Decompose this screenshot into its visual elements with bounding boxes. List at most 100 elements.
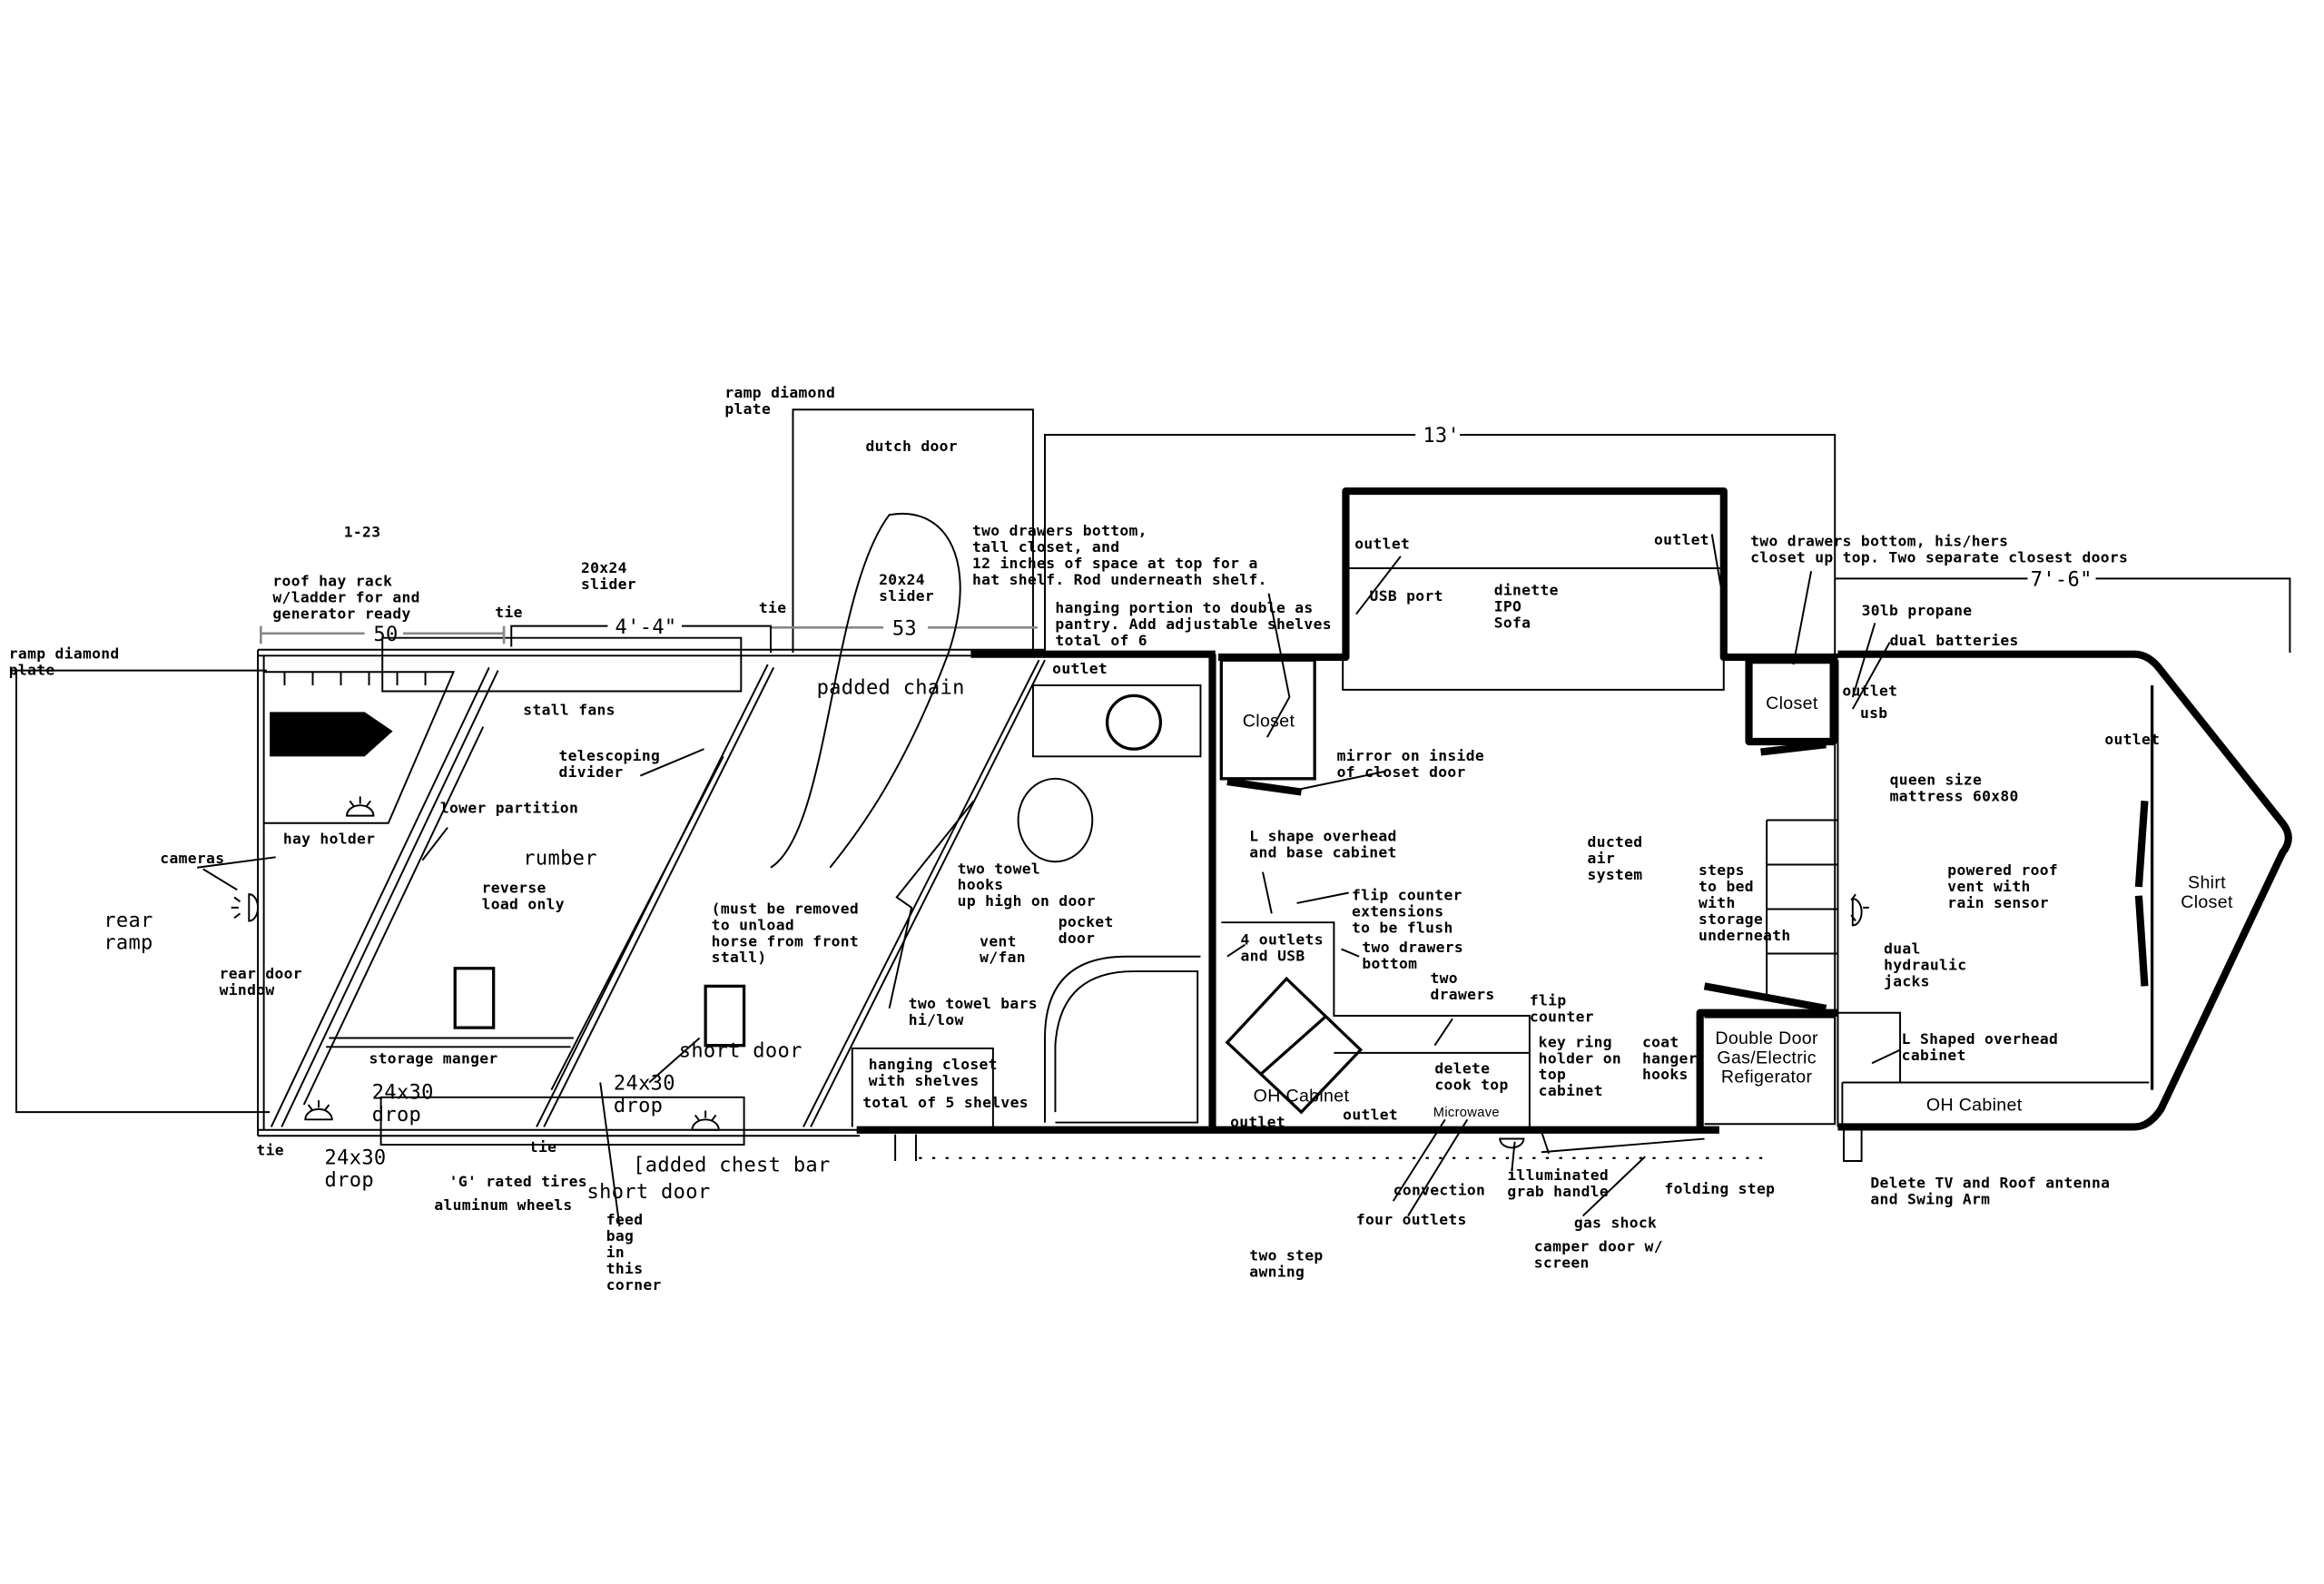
label-fridge: Gas/Electric [1717, 1048, 1816, 1067]
divider-1 [270, 666, 499, 1127]
leader-lines [197, 534, 1901, 1226]
shirt-closet-door [2134, 801, 2149, 987]
label-jacks: hydraulic [1884, 956, 1966, 973]
label-slider-2: slider [879, 587, 934, 605]
label-l-shape: L shape overhead [1249, 827, 1396, 844]
label-drop-3: drop [325, 1169, 374, 1192]
dimension-4-4 [510, 625, 772, 654]
label-convection: convection [1393, 1182, 1485, 1199]
label-wheels: aluminum wheels [434, 1196, 572, 1214]
fridge-box [1696, 1008, 1838, 1127]
dutch-door-outline [792, 408, 1034, 654]
slider-track [381, 636, 743, 693]
label-steps-bed: underneath [1699, 927, 1790, 944]
light-icon [1850, 893, 1869, 927]
label-key-ring: key ring [1539, 1033, 1612, 1050]
hay-holder-ticks [283, 672, 427, 685]
dimension-labels: 1-23 50 4'-4" 53 13' 7'-6" [344, 425, 2093, 646]
label-cameras: cameras [160, 850, 224, 867]
dinette-floor [1342, 566, 1725, 691]
label-vent-fan: vent [980, 932, 1017, 949]
label-telescoping: divider [559, 763, 624, 781]
label-coat-hooks: coat [1642, 1033, 1679, 1050]
label-dinette-outlet-l: outlet [1354, 536, 1410, 553]
label-his-hers: closet up top. Two separate closest door… [1750, 548, 2128, 566]
fridge-door [1703, 982, 1827, 1012]
label-dinette-outlet-r: outlet [1654, 531, 1709, 548]
label-flip-ext: flip counter [1352, 887, 1462, 904]
label-shirt-closet: Shirt [2188, 873, 2226, 893]
label-dinette: dinette [1494, 581, 1559, 598]
label-ducted-air: air [1588, 850, 1615, 867]
label-roof-vent: powered roof [1947, 861, 2058, 879]
label-tires: 'G' rated tires [449, 1173, 587, 1190]
label-steps-bed: to bed [1699, 878, 1754, 895]
label-delete-tv: and Swing Arm [1870, 1190, 1990, 1207]
label-four-outlets: four outlets [1356, 1211, 1467, 1228]
label-feed-bag: feed [606, 1211, 644, 1228]
label-drop-2: drop [372, 1104, 421, 1127]
label-towel-bars: two towel bars [909, 995, 1038, 1012]
label-hay-holder: hay holder [283, 831, 375, 848]
label-five-shelves: total of 5 shelves [862, 1094, 1029, 1111]
label-coat-hooks: hanger [1642, 1049, 1698, 1067]
label-lower-partition: lower partition [440, 799, 578, 816]
label-mirror: of closet door [1337, 763, 1466, 781]
title-code: 1-23 [344, 524, 381, 541]
label-pantry: hanging portion to double as [1055, 599, 1313, 616]
dinette-slideout [1218, 487, 1838, 662]
label-padded-chain: padded chain [817, 677, 965, 700]
label-bed-outlet: outlet [1842, 682, 1897, 699]
label-must-remove: stall) [712, 949, 767, 966]
label-folding-step: folding step [1664, 1180, 1775, 1197]
label-dutch-door: dutch door [865, 438, 957, 455]
label-dinette: Sofa [1494, 614, 1531, 631]
label-feed-bag: bag [606, 1227, 634, 1245]
label-usb-port: USB port [1370, 587, 1443, 605]
trailer-structure [12, 408, 2292, 1226]
label-must-remove: to unload [712, 916, 794, 933]
label-bed-usb: usb [1860, 704, 1887, 722]
label-short-door-2: short door [587, 1181, 711, 1204]
label-rear-ramp: rear [103, 910, 153, 932]
closet-1-door [1226, 778, 1303, 796]
label-tall-closet: tall closet, and [972, 538, 1119, 556]
label-mirror: mirror on inside [1337, 747, 1484, 764]
label-rumber: rumber [523, 848, 597, 871]
label-towel-bars: hi/low [909, 1011, 964, 1028]
label-delete-tv: Delete TV and Roof antenna [1870, 1174, 2110, 1191]
dimension-13-label: 13' [1423, 425, 1460, 448]
bed-wall [1837, 650, 2292, 1131]
label-pocket-door: door [1059, 930, 1096, 947]
light-icon [1499, 1137, 1525, 1149]
dimension-7-6-label: 7'-6" [2031, 569, 2093, 592]
label-feed-bag: corner [606, 1276, 662, 1294]
label-closet-2: Closet [1766, 694, 1818, 713]
oh-cabinet-box-2 [1837, 1011, 2150, 1127]
label-ramp-plate-top: plate [724, 400, 771, 418]
label-grab-handle: illuminated [1507, 1166, 1609, 1184]
fridge-inner [1704, 1016, 1837, 1126]
label-two-drawers: two [1431, 969, 1458, 987]
light-icons [231, 796, 1869, 1149]
label-nose-outlet: outlet [2104, 731, 2160, 748]
label-awning: two step [1249, 1246, 1323, 1264]
label-oh-cabinet-1: OH Cabinet [1254, 1087, 1350, 1107]
label-key-ring: top [1539, 1066, 1566, 1083]
label-pantry: total of 6 [1055, 632, 1147, 649]
label-towel-hooks: two towel [958, 860, 1040, 877]
label-gas-shock: gas shock [1574, 1215, 1657, 1232]
label-awning: awning [1249, 1263, 1305, 1280]
label-roof-vent: vent with [1947, 878, 2030, 895]
label-tall-closet: 12 inches of space at top for a [972, 555, 1258, 572]
lq-front-wall [970, 650, 1216, 1130]
kitchen-counter [1221, 921, 1531, 1127]
label-hanging-closet: hanging closet [869, 1056, 998, 1073]
label-hanging-closet: with shelves [869, 1072, 980, 1089]
label-reverse-load: load only [482, 895, 565, 912]
dimension-7-6 [1835, 577, 2291, 654]
chest-bar-track [379, 1096, 745, 1146]
kitchen-sink-divider [1258, 1014, 1328, 1077]
awning-posts [894, 1129, 1863, 1163]
